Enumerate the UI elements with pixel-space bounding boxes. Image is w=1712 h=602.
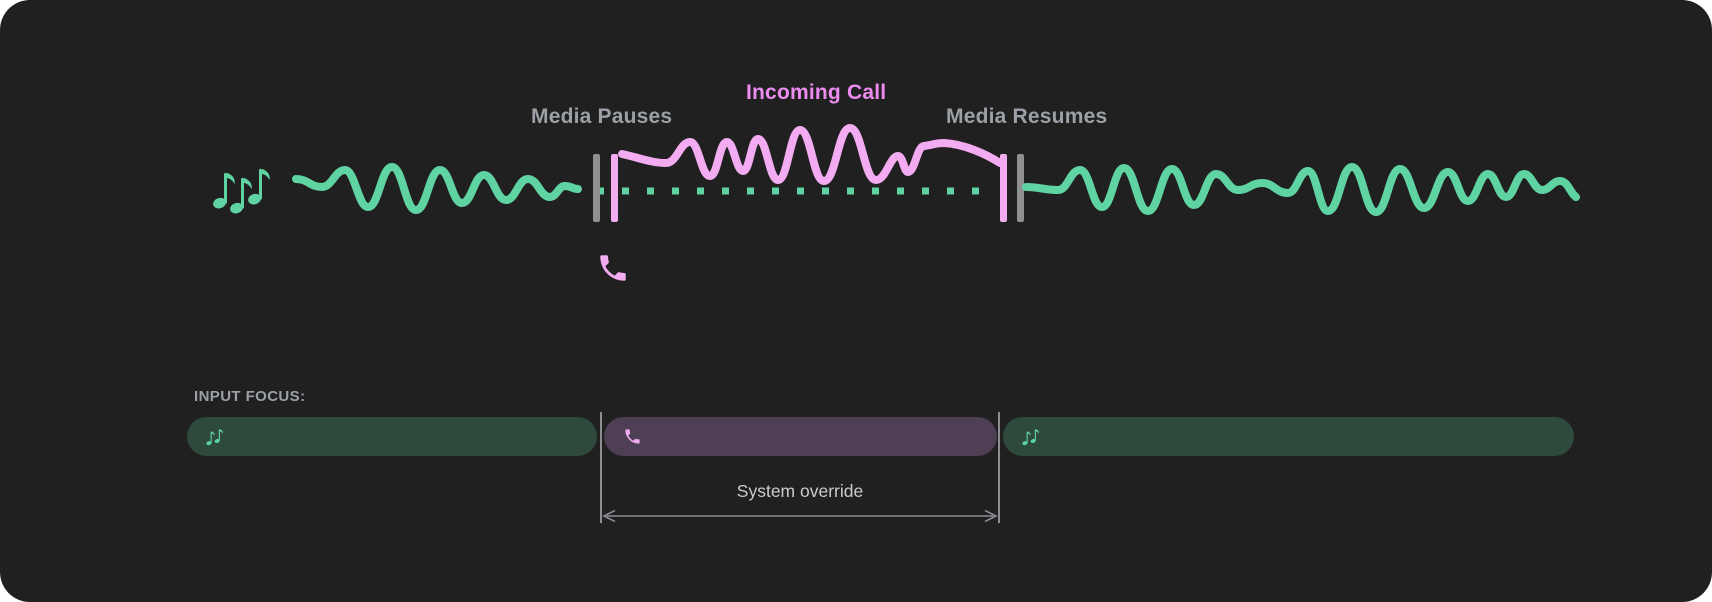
override-span-right-line [998,412,1000,523]
music-notes-icon [206,428,223,446]
input-focus-heading: INPUT FOCUS: [194,388,306,405]
media-wave-after [1022,162,1580,217]
music-notes-icon [212,168,270,214]
focus-segment-media-before [187,417,597,456]
focus-segment-media-after [1003,417,1574,456]
waveform-layer [292,123,1580,222]
resume-marker-pink-bar [1000,154,1007,222]
media-wave-before [292,162,582,215]
pause-marker-pink-bar [611,154,618,222]
focus-segment-call-override [604,417,997,456]
phone-icon [596,251,630,285]
override-span-arrow [602,509,998,523]
media-pauses-label: Media Pauses [531,105,673,128]
resume-marker-gray-bar [1017,154,1024,222]
incoming-call-wave [618,123,1004,186]
override-span-left-line [600,412,602,523]
media-resumes-label: Media Resumes [946,105,1108,128]
pause-marker-gray-bar [593,154,600,222]
phone-icon [623,427,642,446]
system-override-label: System override [736,481,864,501]
incoming-call-label: Incoming Call [746,81,887,104]
music-notes-icon [1022,428,1039,446]
